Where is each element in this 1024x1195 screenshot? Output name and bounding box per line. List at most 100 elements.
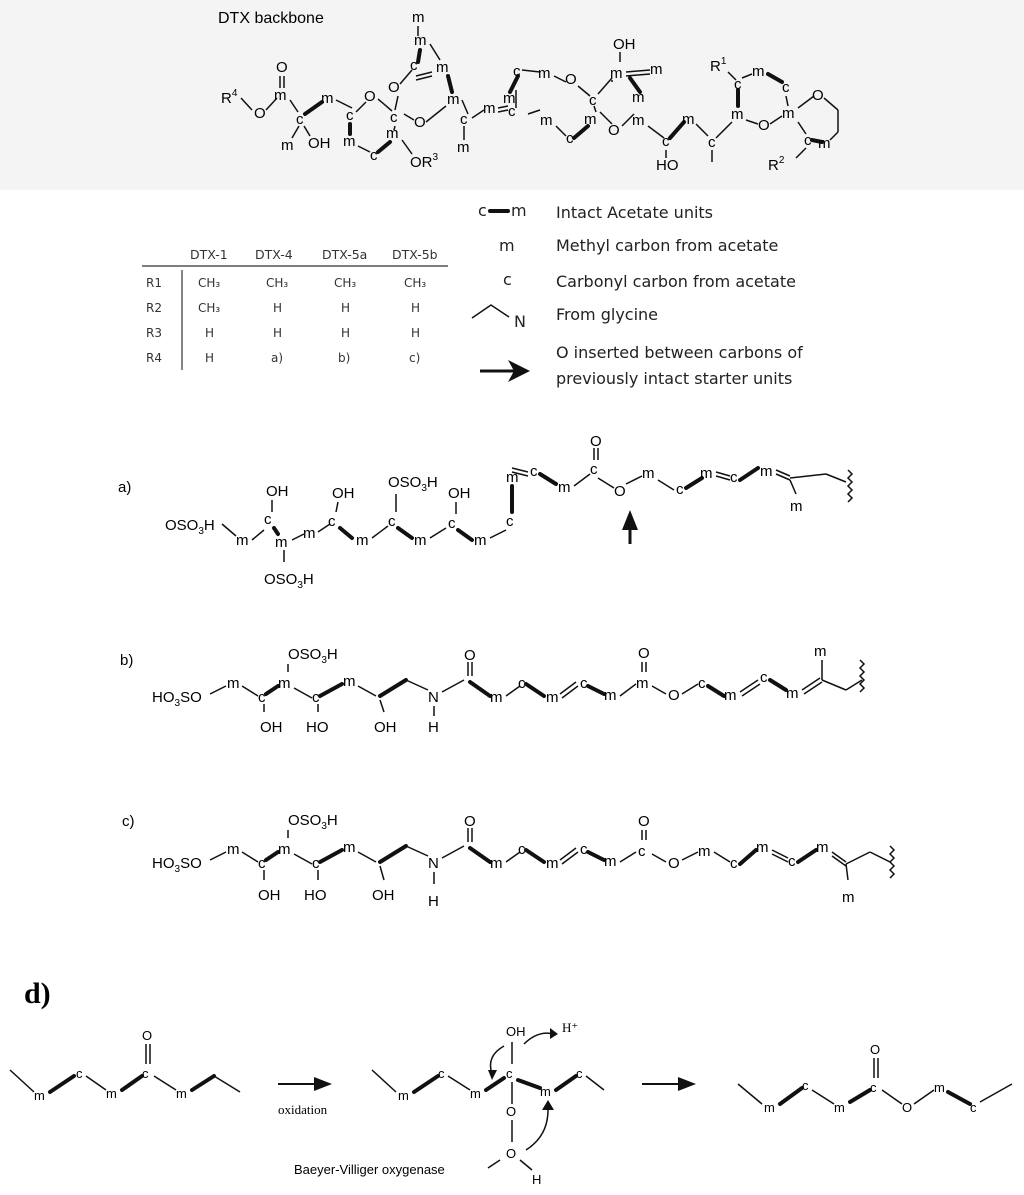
svg-text:O: O: [638, 645, 650, 662]
svg-text:c: c: [518, 841, 526, 858]
svg-text:m: m: [546, 689, 559, 706]
legend: c m Intact Acetate units m Methyl carbon…: [471, 201, 803, 388]
legend-item-glycine: N From glycine: [471, 304, 658, 331]
svg-text:c: c: [410, 57, 418, 74]
insertion-arrow-icon: [622, 510, 638, 530]
svg-text:m: m: [698, 843, 711, 860]
svg-text:m: m: [816, 839, 829, 856]
svg-text:c): c): [409, 351, 420, 365]
svg-text:HO3SO: HO3SO: [152, 689, 202, 709]
svg-text:m: m: [584, 111, 597, 128]
svg-text:O: O: [414, 114, 426, 131]
svg-text:b): b): [338, 351, 350, 365]
svg-text:m: m: [752, 63, 765, 80]
svg-text:O: O: [142, 1028, 152, 1043]
svg-text:m: m: [470, 1086, 481, 1101]
svg-text:m: m: [724, 687, 737, 704]
svg-text:H: H: [273, 326, 282, 340]
svg-text:c: c: [590, 461, 598, 478]
svg-text:m: m: [786, 685, 799, 702]
svg-text:R1: R1: [710, 56, 727, 75]
svg-text:H: H: [341, 301, 350, 315]
svg-text:OSO3H: OSO3H: [288, 812, 338, 832]
svg-text:m: m: [842, 889, 855, 906]
svg-text:O: O: [668, 855, 680, 872]
svg-text:OH: OH: [374, 719, 397, 736]
svg-text:m: m: [227, 675, 240, 692]
svg-text:m: m: [436, 59, 449, 76]
svg-text:c: c: [730, 469, 738, 486]
panel-a-structure: a) OSO3H m c OH m OSO3H m c OH m c OSO3H: [118, 433, 854, 591]
svg-text:m: m: [700, 465, 713, 482]
svg-text:m: m: [546, 855, 559, 872]
svg-text:m: m: [764, 1100, 775, 1115]
svg-text:H: H: [428, 893, 439, 910]
svg-text:HO: HO: [656, 157, 679, 174]
svg-text:m: m: [321, 90, 334, 107]
svg-text:c: c: [730, 855, 738, 872]
table-header-dtx5b: DTX-5b: [392, 247, 438, 262]
svg-text:m: m: [511, 201, 527, 220]
svg-text:O: O: [614, 483, 626, 500]
svg-text:c: c: [312, 689, 320, 706]
svg-text:c: c: [328, 513, 336, 530]
svg-text:c: c: [580, 675, 588, 692]
svg-text:O: O: [464, 813, 476, 830]
svg-text:N: N: [428, 855, 439, 872]
panel-c-structure: c) HO3SO m c OH m OSO3H c HO m OH N H: [122, 812, 896, 910]
svg-text:c: c: [804, 132, 812, 149]
svg-text:c: c: [530, 463, 538, 480]
substituent-table: DTX-1 DTX-4 DTX-5a DTX-5b R1 CH₃ CH₃ CH₃…: [142, 247, 448, 370]
legend-item-methyl: m Methyl carbon from acetate: [499, 236, 778, 255]
svg-text:m: m: [275, 534, 288, 551]
svg-text:c: c: [258, 689, 266, 706]
svg-text:m: m: [818, 135, 831, 152]
svg-text:c: c: [438, 1066, 445, 1081]
svg-text:R4: R4: [146, 351, 162, 365]
svg-text:m: m: [227, 841, 240, 858]
svg-text:c: c: [788, 853, 796, 870]
svg-text:m: m: [176, 1086, 187, 1101]
svg-text:c: c: [508, 103, 516, 120]
svg-text:c: c: [676, 481, 684, 498]
svg-text:m: m: [457, 139, 470, 156]
svg-text:c: c: [346, 107, 354, 124]
svg-text:m: m: [236, 532, 249, 549]
svg-text:m: m: [398, 1088, 409, 1103]
svg-text:c: c: [662, 133, 670, 150]
proton-label: H⁺: [562, 1020, 578, 1035]
svg-text:c: c: [264, 511, 272, 528]
svg-text:O: O: [902, 1100, 912, 1115]
scheme-d-intermediate: m c m c OH H⁺ O O m: [294, 1020, 605, 1187]
svg-text:m: m: [474, 532, 487, 549]
svg-text:OSO3H: OSO3H: [288, 646, 338, 666]
svg-text:OH: OH: [448, 485, 471, 502]
svg-text:m: m: [278, 841, 291, 858]
svg-text:O: O: [506, 1104, 516, 1119]
svg-text:O: O: [870, 1042, 880, 1057]
panel-d-scheme: d) m c m c O m: [9, 977, 1013, 1187]
svg-text:HO: HO: [306, 719, 329, 736]
svg-text:m: m: [106, 1086, 117, 1101]
svg-text:m: m: [503, 90, 516, 107]
svg-text:CH₃: CH₃: [266, 276, 288, 290]
atom-r4: R4: [221, 88, 238, 107]
svg-text:m: m: [934, 1080, 945, 1095]
panel-label-a: a): [118, 479, 131, 496]
svg-text:m: m: [782, 105, 795, 122]
svg-text:R2: R2: [146, 301, 162, 315]
svg-text:m: m: [814, 643, 827, 660]
svg-text:OH: OH: [613, 36, 636, 53]
svg-text:m: m: [303, 525, 316, 542]
svg-text:m: m: [343, 839, 356, 856]
scheme-d-reactant: m c m c O m: [9, 1028, 241, 1103]
panel-label-c: c): [122, 813, 135, 830]
legend-item-carbonyl: c Carbonyl carbon from acetate: [503, 270, 796, 291]
panel-label-d: d): [24, 977, 51, 1010]
svg-text:c: c: [478, 201, 487, 220]
svg-text:OH: OH: [266, 483, 289, 500]
svg-text:m: m: [632, 89, 645, 106]
arrow-icon: [678, 1077, 696, 1091]
svg-text:Methyl carbon from acetate: Methyl carbon from acetate: [556, 236, 778, 255]
svg-text:R3: R3: [146, 326, 162, 340]
